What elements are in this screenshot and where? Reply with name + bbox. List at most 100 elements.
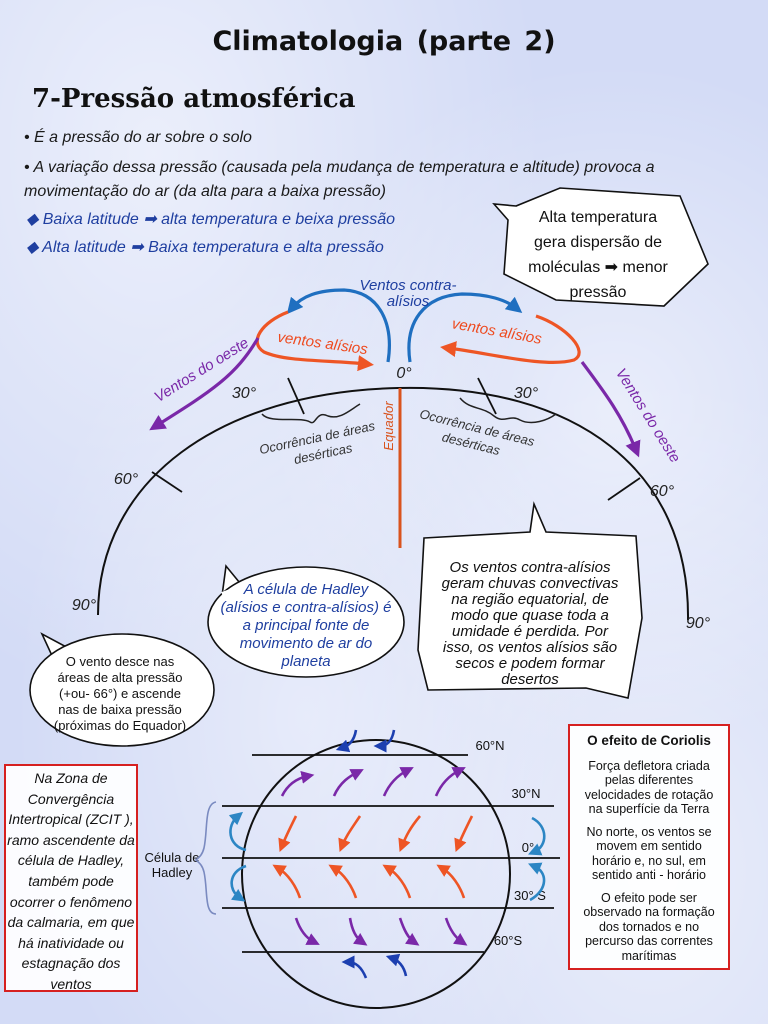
callout-hadley-shape: [207, 566, 405, 678]
westerly-arrow-right: [580, 361, 641, 458]
zcit-box: Na Zona de Convergência Intertropical (Z…: [4, 764, 138, 992]
callout-contra-alisios-shape: [417, 501, 643, 699]
trade-s-1: [272, 864, 302, 899]
label-90-right: 90°: [686, 615, 711, 632]
hemisphere-outline: [97, 386, 690, 621]
brace-left: [261, 403, 361, 424]
callout-top-right-shape: [492, 187, 709, 307]
trade-n-3: [398, 815, 421, 853]
callout-hadley-line-5: planeta: [280, 653, 330, 670]
callout-contra-line-6: isso, os ventos alísios são: [443, 639, 617, 656]
callout-hadley-line-2: (alísios e contra-alísios) é: [221, 599, 392, 616]
westerly-s-4: [444, 917, 468, 946]
coriolis-line: velocidades de rotação: [584, 787, 714, 802]
zcit-line: da calmaria, em que: [7, 914, 135, 931]
label-60-right: 60°: [650, 483, 675, 500]
polar-arrow-n-2: [373, 729, 396, 753]
callout-hadley-line-4: movimento de ar do: [240, 635, 373, 652]
callout-contra-line-8: desertos: [501, 671, 559, 688]
westerly-n-1: [280, 770, 315, 797]
callout-vento-line-5: (próximas do Equador): [54, 718, 186, 733]
callout-vento-line-3: (+ou- 66°) e ascende: [59, 686, 181, 701]
globe-label-30n: 30°N: [511, 786, 540, 801]
globe-label-30s: 30° S: [514, 888, 546, 903]
zcit-line: estagnação dos: [21, 955, 121, 972]
zcit-line: Convergência: [27, 790, 115, 807]
callout-contra-line-3: na região equatorial, de: [451, 591, 609, 608]
zcit-line: ramo ascendente da: [7, 831, 135, 848]
trade-n-4: [454, 815, 474, 853]
zcit-line: Intertropical (ZCIT ),: [8, 811, 134, 828]
callout-contra-line-4: modo que quase toda a: [451, 607, 609, 624]
coriolis-line: observado na formação: [583, 905, 715, 919]
label-ventos-do-oeste-right: Ventos do oeste: [612, 365, 684, 465]
coriolis-paragraph-3: O efeito pode ser observado na formação …: [572, 891, 726, 964]
westerly-s-1: [294, 917, 320, 945]
westerly-n-3: [382, 767, 414, 797]
bullet-high-latitude: ◆ Alta latitude ➡ Baixa temperatura e al…: [26, 239, 384, 256]
alisios-arrow-right: [440, 314, 581, 364]
tick-30-right: [477, 377, 497, 415]
coriolis-line: Força defletora criada: [588, 758, 710, 773]
trade-n-1: [278, 815, 298, 853]
bullet-pressure-variation-2: movimentação do ar (da alta para a baixa…: [24, 183, 386, 200]
callout-top-right-line-2: gera dispersão de: [534, 234, 662, 251]
trade-s-3: [382, 864, 412, 899]
westerly-n-2: [332, 769, 364, 797]
tick-60-right: [607, 477, 641, 501]
globe-label-0: 0°: [522, 840, 534, 855]
hadley-label-1: Célula de: [145, 850, 200, 865]
label-zero-degrees: 0°: [396, 365, 412, 382]
brace-right: [459, 397, 557, 424]
coriolis-line: movem em sentido: [596, 839, 702, 853]
globe-label-60n: 60°N: [475, 738, 504, 753]
coriolis-paragraph-1: Força defletora criada pelas diferentes …: [572, 759, 726, 817]
zcit-line: ocorrer o fenômeno: [9, 893, 133, 910]
bullet-low-latitude: ◆ Baixa latitude ➡ alta temperatura e be…: [26, 211, 396, 228]
zcit-line: também pode: [28, 872, 114, 889]
callout-top-right-line-1: Alta temperatura: [539, 209, 657, 226]
callout-vento-line-1: O vento desce nas: [66, 654, 175, 669]
hadley-label-2: Hadley: [152, 865, 193, 880]
contra-alisios-arrow-left: [286, 288, 391, 363]
side-arrow-left-upper: [228, 811, 247, 852]
trade-s-4: [436, 864, 466, 899]
trade-s-2: [328, 864, 358, 899]
globe-label-60s: 60°S: [494, 933, 523, 948]
label-ventos-alisios-left: ventos alísios: [276, 329, 369, 359]
callout-hadley-line-3: a principal fonte de: [243, 617, 370, 634]
polar-arrow-s-1: [341, 955, 368, 979]
label-ventos-contra-alisios-2: alísios: [387, 293, 430, 310]
coriolis-line: No norte, os ventos se: [586, 824, 712, 839]
polar-arrow-n-1: [335, 729, 358, 753]
label-ventos-alisios-right: ventos alísios: [451, 315, 544, 348]
polar-arrow-s-2: [385, 953, 408, 977]
label-90-left: 90°: [72, 597, 97, 614]
westerly-n-4: [434, 767, 466, 797]
side-arrow-left-lower: [230, 864, 247, 902]
callout-top-right-line-4: pressão: [570, 284, 627, 301]
side-arrow-right-lower: [528, 862, 546, 902]
callout-contra-line-1: Os ventos contra-alísios: [450, 559, 611, 576]
bullet-pressure-definition: • É a pressão do ar sobre o solo: [24, 129, 252, 146]
side-arrow-right-upper: [528, 816, 546, 856]
zcit-line: ventos: [50, 975, 92, 992]
westerly-arrow-left: [149, 337, 260, 431]
label-ventos-contra-alisios-1: Ventos contra-: [360, 277, 457, 294]
zcit-line: célula de Hadley,: [17, 852, 125, 869]
callout-vento-shape: [29, 633, 215, 747]
coriolis-line: horário e, no sul, em: [592, 853, 706, 868]
coriolis-line: sentido anti - horário: [592, 868, 706, 882]
callout-top-right-line-3: moléculas ➡ menor: [528, 259, 668, 276]
label-30-left: 30°: [232, 385, 257, 402]
bullet-pressure-variation-1: • A variação dessa pressão (causada pela…: [24, 159, 655, 176]
callout-contra-line-5: umidade é perdida. Por: [452, 623, 609, 640]
callout-vento-line-2: áreas de alta pressão: [57, 670, 182, 685]
coriolis-paragraph-2: No norte, os ventos se movem em sentido …: [572, 825, 726, 883]
label-30-right: 30°: [514, 385, 539, 402]
hadley-brace: [194, 801, 217, 915]
section-title: 7-Pressão atmosférica: [32, 84, 356, 114]
callout-contra-line-2: geram chuvas convectivas: [442, 575, 619, 592]
zcit-line: há inatividade ou: [18, 934, 124, 951]
westerly-s-3: [398, 917, 420, 946]
